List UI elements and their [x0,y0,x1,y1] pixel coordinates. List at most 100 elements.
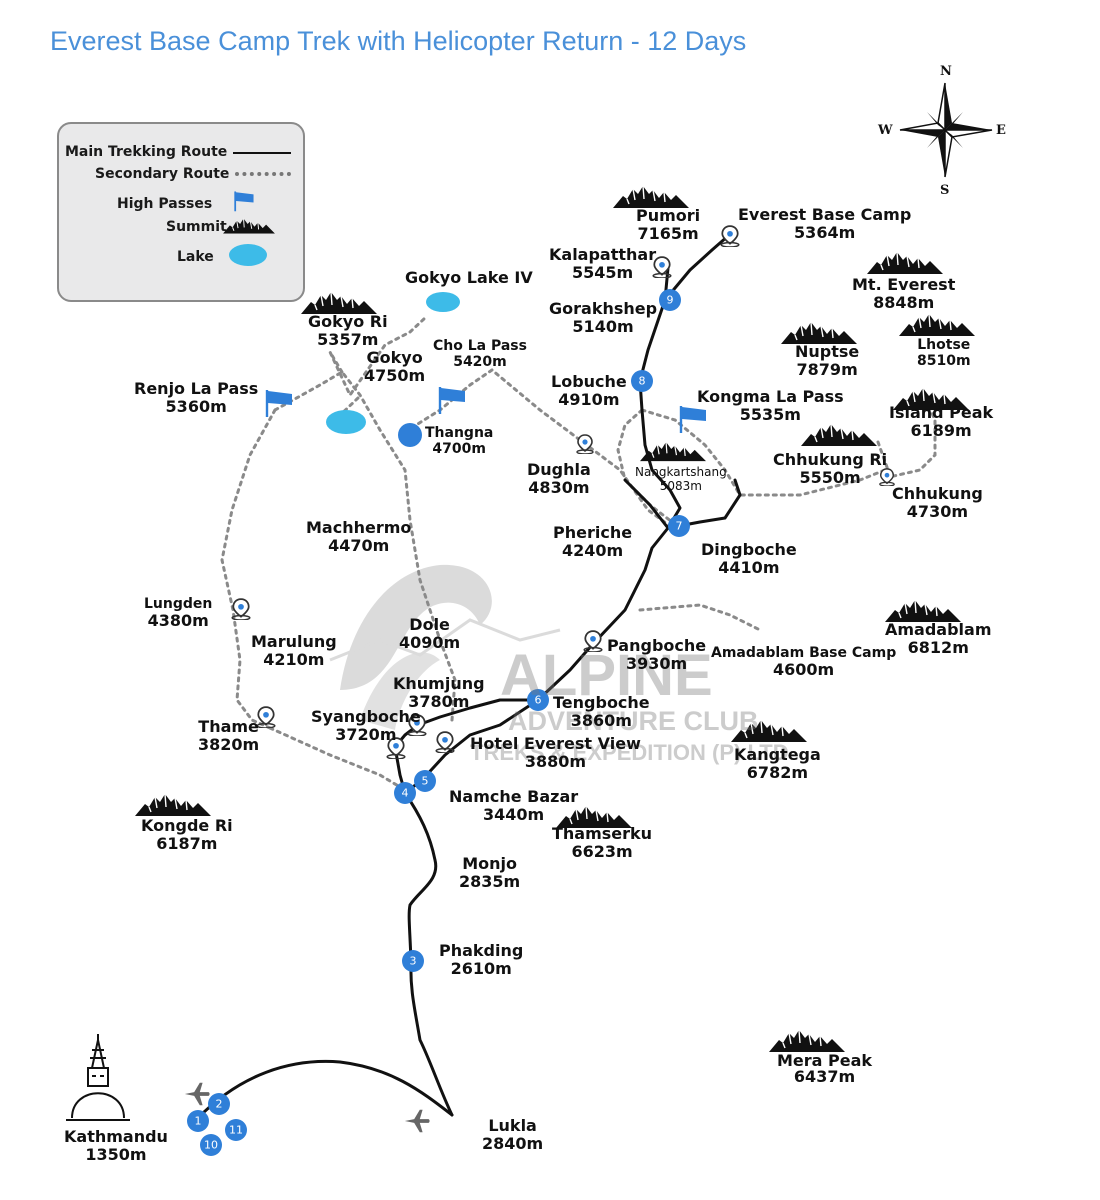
gokyo-lake-iv-icon [426,292,460,312]
stop-number: 7 [676,520,683,533]
dughla-pin-icon [576,434,594,454]
stop-number: 4 [402,787,409,800]
lake-icon [229,244,267,266]
amadablam-mountain-icon [884,599,962,622]
stop-number: 3 [410,955,417,968]
stop-number: 8 [639,375,646,388]
compass-south-label: S [940,183,950,198]
watermark-tagline: TREKS & EXPEDITION (P) LTD [470,740,789,765]
chhukungri-mountain-icon [800,423,878,446]
thame-pin-icon [256,706,276,728]
legend-main-route-label: Main Trekking Route [65,144,228,160]
kongderi-mountain-icon [134,793,212,816]
kathmandu-plane-icon [184,1082,210,1106]
stop-number: 6 [535,694,542,707]
stop-number: 1 [195,1115,202,1128]
place-gokyo-lake-iv: Gokyo Lake IV [405,268,533,287]
stop-number: 10 [204,1139,218,1152]
legend-summit-label: Summit [166,219,227,235]
everest-mountain-icon [866,251,944,274]
mountain-icon [223,218,275,234]
legend-main-route-line [233,152,291,154]
watermark-subtitle: ADVENTURE CLUB [508,706,759,736]
lhotse-mountain-icon [898,313,976,336]
gokyo-lake-icon [326,410,366,434]
renjola-flag-icon [265,388,294,418]
compass-west-label: W [878,123,893,138]
compass-east-label: E [996,123,1006,138]
ebc-pin-icon [720,225,740,247]
map-legend: Main Trekking Route Secondary Route High… [57,122,305,302]
legend-secondary-route-label: Secondary Route [95,166,230,182]
nuptse-mountain-icon [780,321,858,344]
flag-icon [234,190,255,212]
lungden-pin-icon [231,598,251,620]
legend-high-passes-label: High Passes [117,196,213,212]
lukla-plane-icon [404,1109,430,1133]
merapeak-mountain-icon [768,1029,846,1052]
gokyori-mountain-icon [300,291,378,314]
lakes [326,292,460,434]
stop-number: 11 [229,1124,243,1137]
nangkartshang-mountain-icon [640,441,706,462]
stop-number: 9 [667,294,674,307]
legend-lake-label: Lake [177,249,214,265]
stop-markers [187,289,690,1156]
stop-number: 2 [216,1098,223,1111]
pumori-mountain-icon [612,185,690,208]
page-title: Everest Base Camp Trek with Helicopter R… [50,26,747,56]
chola-flag-icon [438,385,467,415]
watermark-title: ALPINE [500,643,713,708]
stop-number: 5 [422,775,429,788]
watermark-logo [329,564,561,730]
kathmandu-stupa-icon [66,1034,130,1121]
hotelev-pin-icon [435,731,455,753]
compass-rose-icon [899,82,993,178]
thangna-marker-icon [398,423,422,447]
legend-secondary-route-line [235,172,291,176]
